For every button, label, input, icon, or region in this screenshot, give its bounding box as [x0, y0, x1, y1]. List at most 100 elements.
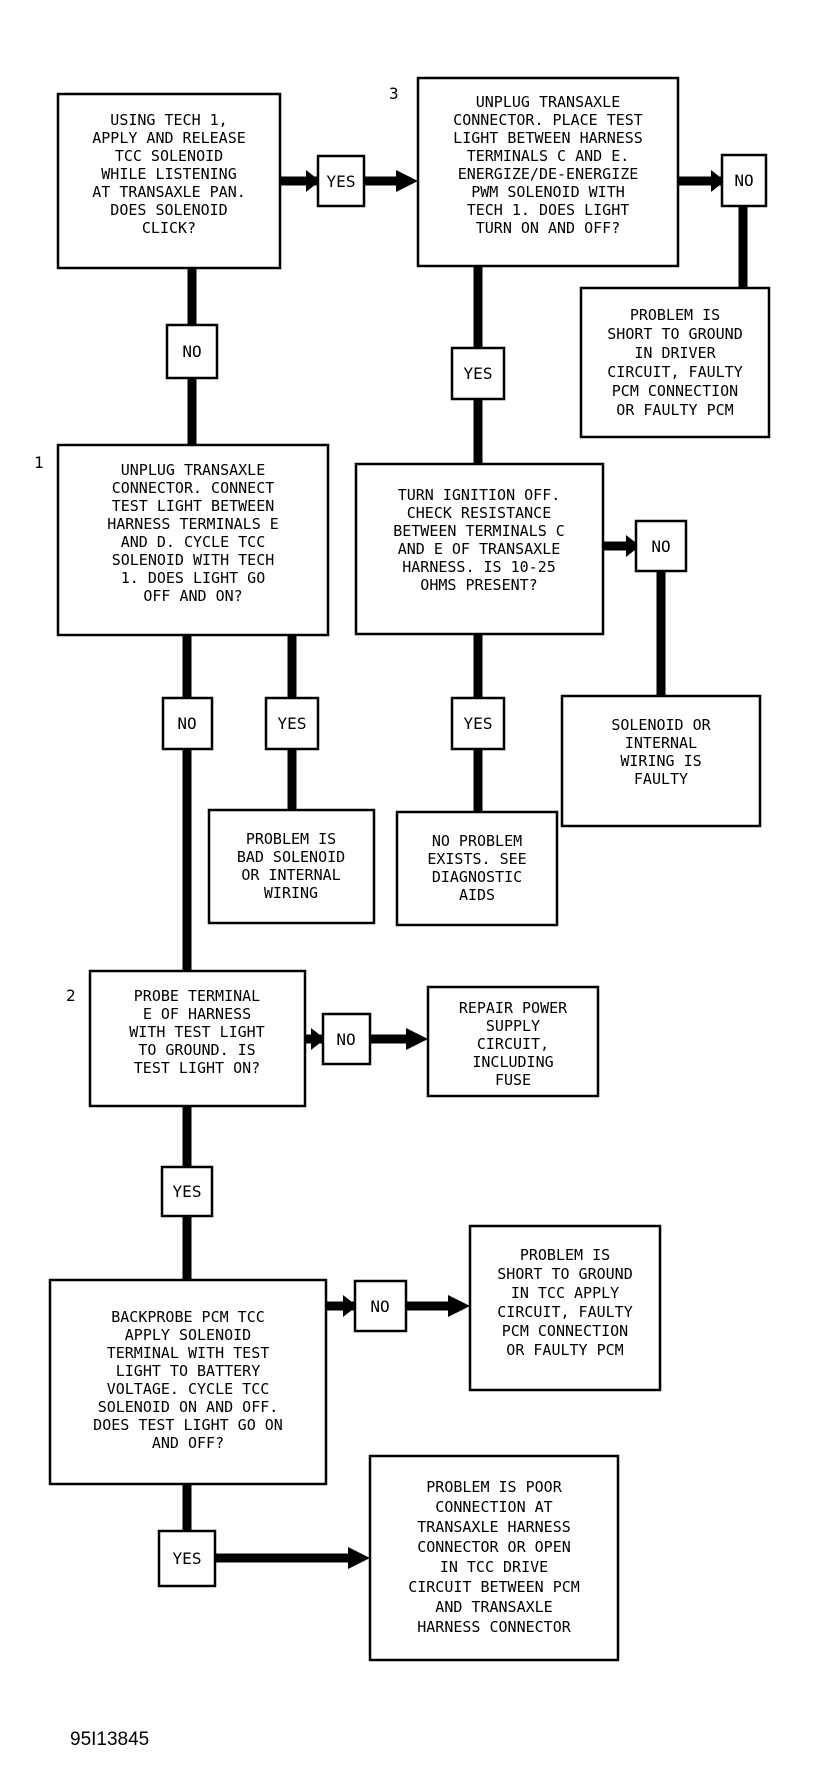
step-number-1: 1	[34, 453, 44, 472]
text-line: OR INTERNAL	[241, 866, 340, 884]
text-line: IN DRIVER	[634, 344, 716, 362]
text-line: PROBLEM IS	[630, 306, 720, 324]
arrowhead	[348, 1547, 370, 1569]
text-line: CLICK?	[142, 219, 196, 237]
text-line: INTERNAL	[625, 734, 697, 752]
arrowhead	[448, 1295, 470, 1317]
text-line: OR FAULTY PCM	[506, 1341, 623, 1359]
text-line: DOES TEST LIGHT GO ON	[93, 1416, 283, 1434]
text-line: AIDS	[459, 886, 495, 904]
text-line: SUPPLY	[486, 1017, 540, 1035]
text-line: EXISTS. SEE	[427, 850, 526, 868]
answer-step2-no: NO	[321, 1012, 372, 1066]
text-line: TURN ON AND OFF?	[476, 219, 621, 237]
text-line: BAD SOLENOID	[237, 848, 345, 866]
text-line: APPLY SOLENOID	[125, 1326, 251, 1344]
arrowhead	[306, 170, 320, 192]
answer-label: NO	[336, 1030, 355, 1049]
arrowhead	[343, 1295, 357, 1317]
text-line: CIRCUIT, FAULTY	[607, 363, 742, 381]
answer-backprobe-no: NO	[353, 1279, 408, 1333]
text-line: SOLENOID OR	[611, 716, 711, 734]
arrowhead	[311, 1028, 325, 1050]
figure-id: 95I13845	[70, 1729, 149, 1750]
text-line: HARNESS CONNECTOR	[417, 1618, 571, 1636]
answer-step3-yes: YES	[450, 346, 506, 401]
text-line: HARNESS. IS 10-25	[402, 558, 556, 576]
text-line: SOLENOID WITH TECH	[112, 551, 275, 569]
answer-step1-yes: YES	[264, 696, 320, 751]
text-line: AND D. CYCLE TCC	[121, 533, 266, 551]
text-line: TERMINAL WITH TEST	[107, 1344, 270, 1362]
text-line: OHMS PRESENT?	[420, 576, 537, 594]
text-line: CIRCUIT,	[477, 1035, 549, 1053]
text-line: TERMINALS C AND E.	[467, 147, 630, 165]
answer-label: YES	[464, 364, 493, 383]
text-line: OR FAULTY PCM	[616, 401, 733, 419]
step-number-3: 3	[389, 84, 399, 103]
text-line: USING TECH 1,	[110, 111, 227, 129]
text-line: BETWEEN TERMINALS C	[393, 522, 565, 540]
answer-step2-yes: YES	[160, 1165, 214, 1218]
answer-label: NO	[734, 171, 753, 190]
text-line: WITH TEST LIGHT	[129, 1023, 264, 1041]
text-line: WIRING	[264, 884, 318, 902]
text-line: PROBE TERMINAL	[134, 987, 260, 1005]
text-line: DOES SOLENOID	[110, 201, 227, 219]
answer-label: YES	[173, 1549, 202, 1568]
answer-label: YES	[327, 172, 356, 191]
answer-label: NO	[182, 342, 201, 361]
answer-backprobe-yes: YES	[157, 1529, 217, 1588]
arrowhead	[406, 1028, 428, 1050]
text-line: AND E OF TRANSAXLE	[398, 540, 561, 558]
text-line: PROBLEM IS POOR	[426, 1478, 562, 1496]
text-line: NO PROBLEM	[432, 832, 522, 850]
arrowhead	[711, 170, 725, 192]
text-line: PCM CONNECTION	[612, 382, 738, 400]
answer-label: YES	[464, 714, 493, 733]
text-line: VOLTAGE. CYCLE TCC	[107, 1380, 270, 1398]
text-line: 1. DOES LIGHT GO	[121, 569, 266, 587]
answer-label: YES	[278, 714, 307, 733]
text-line: INCLUDING	[472, 1053, 553, 1071]
answer-label: NO	[651, 537, 670, 556]
text-line: SHORT TO GROUND	[497, 1265, 632, 1283]
text-line: WHILE LISTENING	[101, 165, 236, 183]
text-line: CIRCUIT BETWEEN PCM	[408, 1578, 580, 1596]
answer-start-yes: YES	[316, 154, 366, 208]
text-line: CONNECTOR. CONNECT	[112, 479, 275, 497]
text-line: SHORT TO GROUND	[607, 325, 742, 343]
text-line: E OF HARNESS	[143, 1005, 251, 1023]
text-line: APPLY AND RELEASE	[92, 129, 246, 147]
answer-label: YES	[173, 1182, 202, 1201]
text-line: AND TRANSAXLE	[435, 1598, 552, 1616]
text-line: IN TCC DRIVE	[440, 1558, 548, 1576]
text-line: TO GROUND. IS	[138, 1041, 255, 1059]
text-line: AT TRANSAXLE PAN.	[92, 183, 246, 201]
text-line: WIRING IS	[620, 752, 701, 770]
text-line: PCM CONNECTION	[502, 1322, 628, 1340]
text-line: HARNESS TERMINALS E	[107, 515, 279, 533]
text-line: CHECK RESISTANCE	[407, 504, 552, 522]
arrowheads	[306, 170, 725, 1569]
text-line: LIGHT BETWEEN HARNESS	[453, 129, 643, 147]
text-line: ENERGIZE/DE-ENERGIZE	[458, 165, 639, 183]
